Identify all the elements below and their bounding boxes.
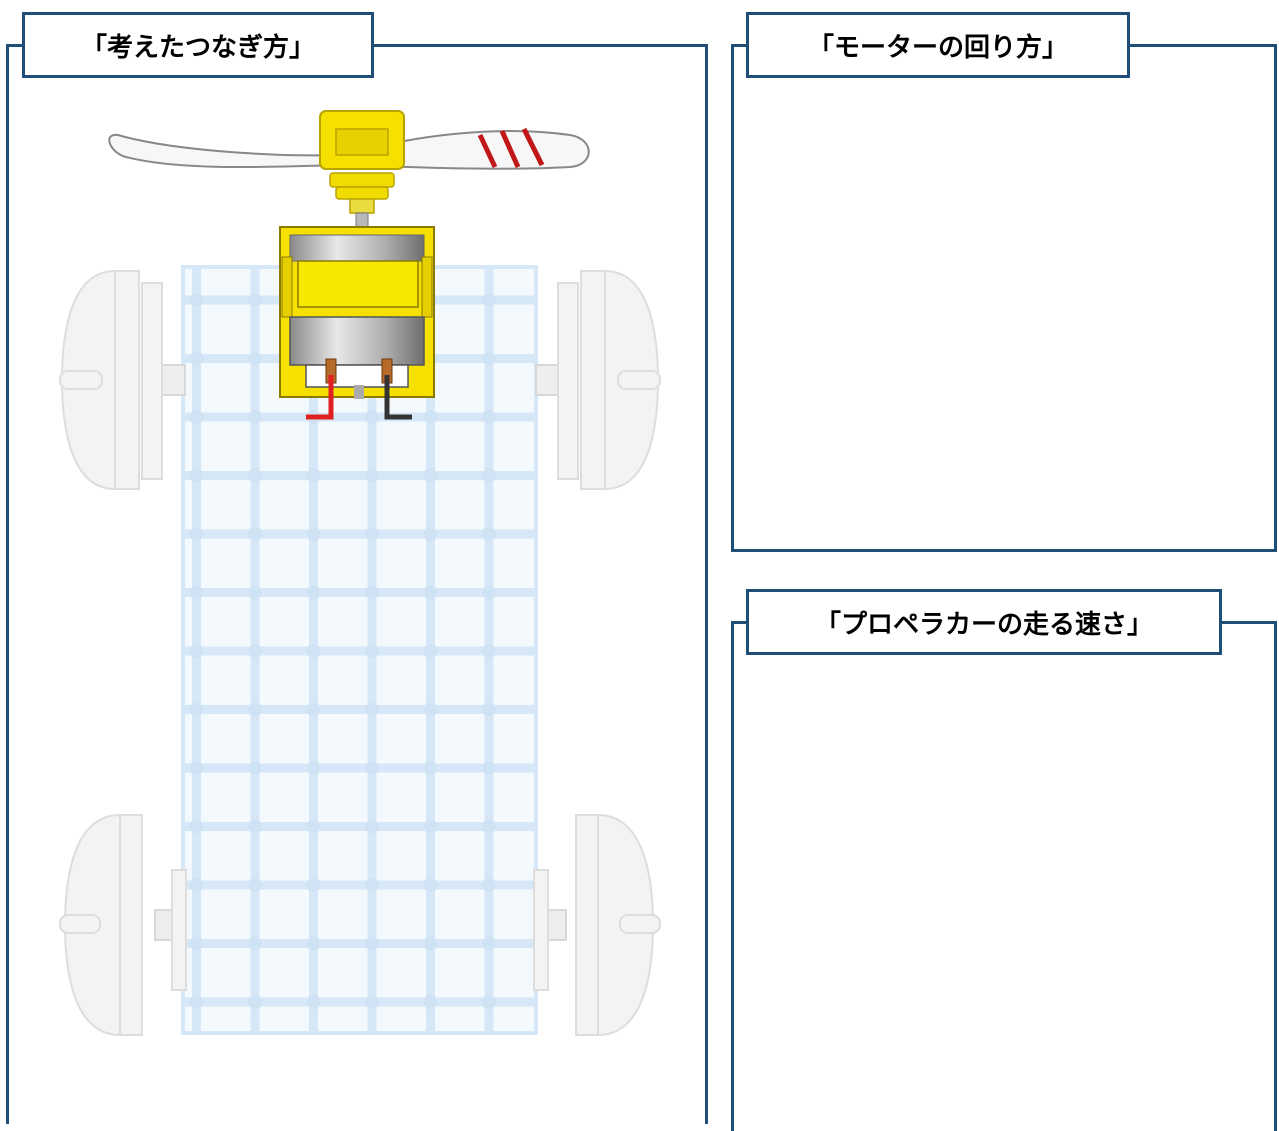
propeller-hub [319,110,405,230]
wheel-front-right [557,269,661,491]
car-speed-panel-title: 「プロペラカーの走る速さ」 [746,589,1222,655]
wheel-rear-left [59,813,187,1037]
motor-rotation-panel [731,44,1277,552]
propeller [108,127,590,170]
propeller-car-illustration [59,110,661,1037]
motor-rotation-panel-title: 「モーターの回り方」 [746,12,1130,78]
black-wire [384,375,412,420]
car-speed-panel [731,621,1277,1131]
wheel-front-left [59,269,163,491]
motor-holder [279,226,435,398]
wheel-rear-right [533,813,661,1037]
red-wire [306,375,334,420]
connection-panel-title: 「考えたつなぎ方」 [22,12,374,78]
